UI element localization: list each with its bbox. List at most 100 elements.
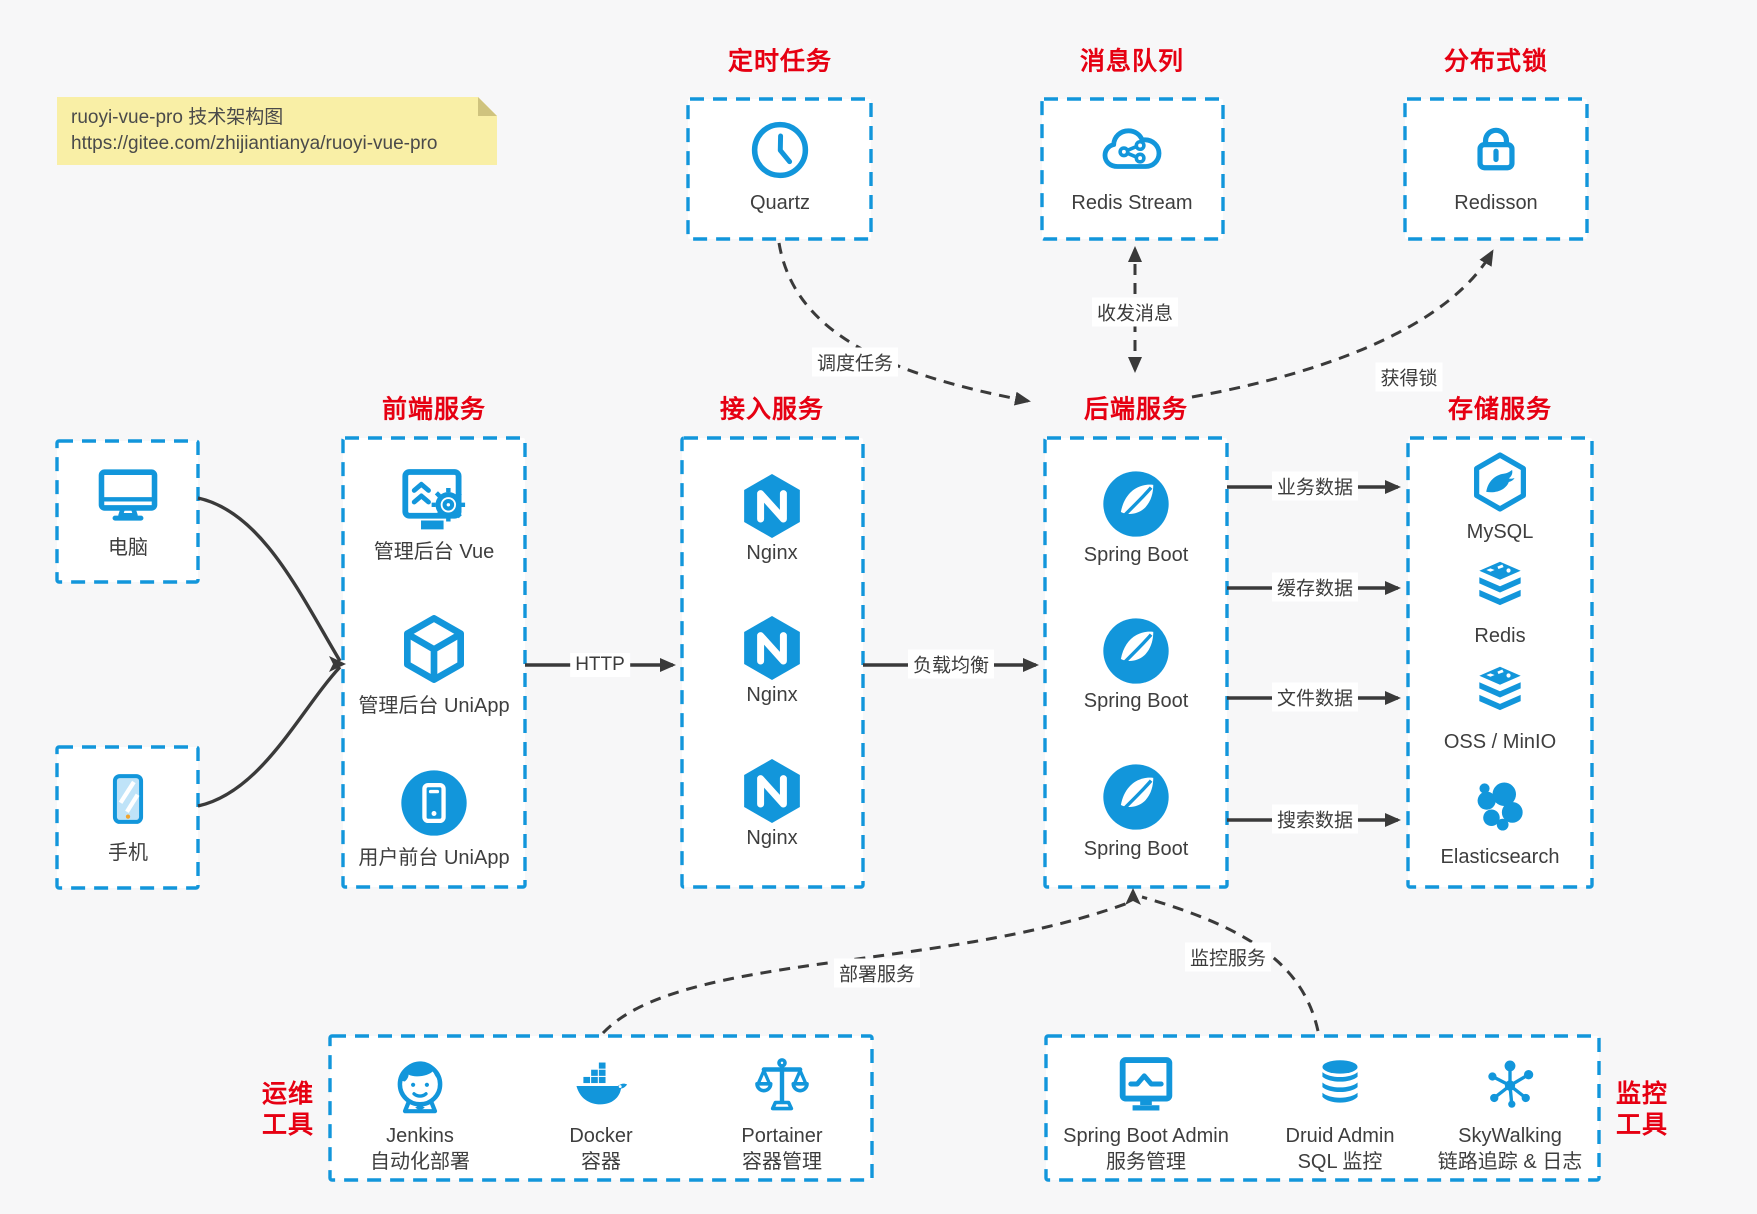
client-pc-item-0-label: 电脑 [108, 535, 148, 561]
gateway-item-0-label: Nginx [746, 540, 797, 566]
elasticsearch-cluster-icon [1468, 774, 1532, 838]
distributed-lock-item-0-name: Redisson [1454, 192, 1538, 214]
group-backend-title: 后端服务 [1083, 395, 1189, 424]
group-monitor-tools-title: 监控 工具 [1615, 1080, 1669, 1139]
edge-acquire-lock-label: 获得锁 [1375, 362, 1443, 392]
group-message-queue-title: 消息队列 [1079, 47, 1185, 76]
redis-stack-icon [1469, 555, 1531, 617]
nginx-hexagon-icon [734, 610, 810, 686]
group-storage-box [1406, 436, 1594, 889]
edge-deploy-service-label: 部署服务 [833, 958, 921, 988]
edge-send-receive-message-label: 收发消息 [1091, 297, 1179, 327]
distributed-lock-item-0-label: Redisson [1454, 190, 1537, 216]
storage-item-2-name: OSS / MinIO [1443, 731, 1557, 753]
ops-tools-item-1-name: Docker [569, 1125, 633, 1147]
storage-item-1-label: Redis [1474, 623, 1525, 649]
frontend-item-1-name: 管理后台 UniApp [358, 695, 510, 717]
edge-load-balance-label: 负载均衡 [907, 649, 995, 679]
backend-item-1-label: Spring Boot [1084, 688, 1189, 714]
spring-boot-leaf-icon [1099, 614, 1173, 688]
monitor-tools-item-1-subname: SQL 监控 [1297, 1151, 1383, 1173]
monitor-tools-item-2-name: SkyWalking [1458, 1125, 1562, 1147]
monitor-chart-icon [1111, 1049, 1181, 1119]
database-cylinder-icon [1309, 1053, 1371, 1115]
client-pc-item-0-name: 电脑 [108, 537, 148, 559]
ops-tools-item-2-subname: 容器管理 [742, 1151, 822, 1173]
group-monitor-tools-box [1044, 1034, 1601, 1182]
smartphone-icon [96, 767, 160, 831]
scheduled-tasks-item-0-label: Quartz [750, 190, 810, 216]
edge-schedule-task-line [777, 242, 1031, 406]
storage-item-3-name: Elasticsearch [1440, 846, 1560, 868]
note-title: ruoyi-vue-pro 技术架构图 [71, 107, 284, 128]
client-mobile-item-0-label: 手机 [108, 840, 148, 866]
frontend-item-0-name: 管理后台 Vue [373, 541, 495, 563]
edge-business-data-label: 业务数据 [1271, 471, 1359, 501]
ops-tools-item-0-label: Jenkins 自动化部署 [370, 1123, 470, 1175]
lock-icon [1463, 116, 1529, 182]
gateway-item-2-name: Nginx [746, 827, 798, 849]
sticky-note: ruoyi-vue-pro 技术架构图 https://gitee.com/zh… [57, 97, 497, 165]
frontend-item-1-label: 管理后台 UniApp [358, 693, 509, 719]
ops-tools-item-1-label: Docker 容器 [569, 1123, 632, 1175]
group-scheduled-tasks-box [686, 97, 873, 241]
edge-deploy-service-arrowhead [1125, 888, 1141, 905]
group-scheduled-tasks-title: 定时任务 [727, 47, 833, 76]
edge-acquire-lock-line [1191, 249, 1494, 399]
edge-file-data-label: 文件数据 [1271, 682, 1359, 712]
clock-icon [745, 115, 815, 185]
desktop-icon [91, 458, 165, 532]
gateway-item-2-label: Nginx [746, 825, 797, 851]
monitor-tools-item-1-name: Druid Admin [1285, 1125, 1395, 1147]
gateway-item-1-name: Nginx [746, 684, 798, 706]
scheduled-tasks-item-0-name: Quartz [749, 192, 811, 214]
jenkins-butler-icon [384, 1050, 456, 1122]
edge-schedule-task-label: 调度任务 [811, 347, 899, 377]
client-mobile-item-0-name: 手机 [108, 842, 148, 864]
uniapp-cube-icon [394, 609, 474, 689]
group-distributed-lock-title: 分布式锁 [1443, 47, 1549, 76]
ops-tools-item-1-subname: 容器 [580, 1151, 621, 1173]
docker-whale-icon [569, 1054, 633, 1118]
edge-client-frontend-line [197, 665, 342, 808]
group-ops-tools-box [328, 1034, 874, 1182]
monitor-tools-item-0-name: Spring Boot Admin [1063, 1125, 1229, 1147]
nginx-hexagon-icon [734, 753, 810, 829]
skywalking-topology-icon [1479, 1053, 1541, 1115]
storage-item-3-label: Elasticsearch [1441, 844, 1560, 870]
message-queue-item-0-label: Redis Stream [1071, 190, 1192, 216]
frontend-item-0-label: 管理后台 Vue [374, 539, 494, 565]
edge-monitor-service-label: 监控服务 [1184, 942, 1272, 972]
cloud-message-icon [1096, 114, 1168, 186]
portainer-scales-icon [749, 1053, 815, 1119]
group-client-pc-box [55, 439, 200, 584]
group-message-queue-box [1040, 97, 1225, 241]
edge-client-frontend-arrowhead [329, 656, 346, 672]
note-url: https://gitee.com/zhijiantianya/ruoyi-vu… [71, 133, 438, 154]
backend-item-2-label: Spring Boot [1084, 836, 1189, 862]
ops-tools-item-0-subname: 自动化部署 [370, 1151, 470, 1173]
mobile-app-circle-icon [397, 766, 471, 840]
group-frontend-title: 前端服务 [381, 395, 487, 424]
monitor-tools-item-0-subname: 服务管理 [1106, 1151, 1186, 1173]
storage-item-0-name: MySQL [1466, 521, 1534, 543]
monitor-tools-item-2-subname: 链路追踪 & 日志 [1437, 1151, 1583, 1173]
group-ops-tools-title: 运维 工具 [261, 1080, 315, 1139]
storage-item-0-label: MySQL [1467, 519, 1534, 545]
backend-item-0-name: Spring Boot [1083, 544, 1189, 566]
message-queue-item-0-name: Redis Stream [1071, 192, 1193, 214]
backend-item-1-name: Spring Boot [1083, 690, 1189, 712]
ops-tools-item-2-name: Portainer [741, 1125, 823, 1147]
gateway-item-1-label: Nginx [746, 682, 797, 708]
storage-item-2-label: OSS / MinIO [1444, 729, 1556, 755]
ops-tools-item-2-label: Portainer 容器管理 [741, 1123, 822, 1175]
nginx-hexagon-icon [734, 468, 810, 544]
edge-client-frontend-line [197, 496, 342, 662]
ops-tools-item-0-name: Jenkins [386, 1125, 454, 1147]
gateway-item-0-name: Nginx [746, 542, 798, 564]
edge-search-data-label: 搜索数据 [1271, 804, 1359, 834]
group-storage-title: 存储服务 [1447, 395, 1553, 424]
edge-deploy-service-line [601, 901, 1129, 1035]
monitor-tools-item-0-label: Spring Boot Admin 服务管理 [1063, 1123, 1229, 1175]
